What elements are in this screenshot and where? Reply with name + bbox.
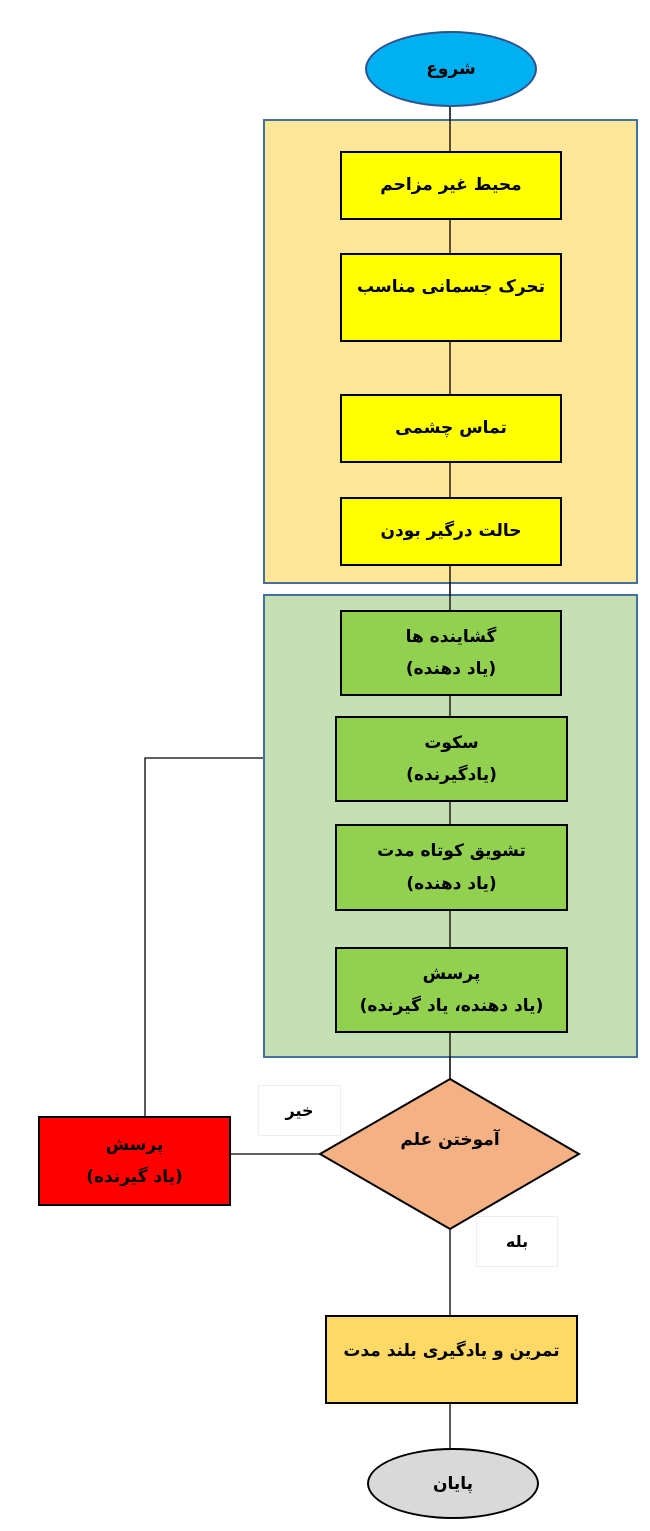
step-role: (یاد دهنده) bbox=[406, 873, 497, 894]
step-engagement: حالت درگیر بودن bbox=[340, 497, 562, 566]
step-eye-contact: تماس چشمی bbox=[340, 394, 562, 463]
step-label: تشویق کوتاه مدت bbox=[377, 841, 526, 862]
end-node: پایان bbox=[367, 1448, 539, 1519]
step-label: گشاینده ها bbox=[405, 626, 497, 647]
step-short-encouragement: تشویق کوتاه مدت (یاد دهنده) bbox=[335, 824, 568, 911]
step-label: تمرین و یادگیری بلند مدت bbox=[343, 1341, 560, 1361]
step-label: پرسش bbox=[105, 1134, 164, 1155]
step-role: (یاد دهنده، یاد گیرنده) bbox=[359, 996, 544, 1016]
step-role: (یاد دهنده) bbox=[405, 659, 497, 679]
yes-label: بله bbox=[476, 1216, 558, 1267]
decision-label: آموختن علم bbox=[400, 1130, 500, 1150]
step-learner-questioning: پرسش (یاد گیرنده) bbox=[38, 1116, 231, 1206]
end-label: پایان bbox=[432, 1473, 474, 1494]
step-questioning: پرسش (یاد دهنده، یاد گیرنده) bbox=[335, 947, 568, 1033]
step-label: محیط غیر مزاحم bbox=[380, 175, 522, 196]
step-physical-movement: تحرک جسمانی مناسب bbox=[340, 253, 562, 342]
step-role: (یادگیرنده) bbox=[406, 765, 497, 785]
start-node: شروع bbox=[365, 31, 537, 107]
start-label: شروع bbox=[426, 59, 476, 79]
step-long-term-practice: تمرین و یادگیری بلند مدت bbox=[325, 1315, 578, 1404]
no-label: خیر bbox=[258, 1085, 341, 1136]
step-openers: گشاینده ها (یاد دهنده) bbox=[340, 610, 562, 696]
step-quiet-environment: محیط غیر مزاحم bbox=[340, 151, 562, 220]
step-label: حالت درگیر بودن bbox=[380, 521, 522, 542]
step-role: (یاد گیرنده) bbox=[86, 1167, 183, 1187]
step-label: پرسش bbox=[422, 963, 481, 984]
step-label: سکوت bbox=[424, 732, 479, 753]
step-silence: سکوت (یادگیرنده) bbox=[335, 716, 568, 802]
step-label: تماس چشمی bbox=[395, 418, 507, 439]
step-label: تحرک جسمانی مناسب bbox=[357, 277, 545, 297]
